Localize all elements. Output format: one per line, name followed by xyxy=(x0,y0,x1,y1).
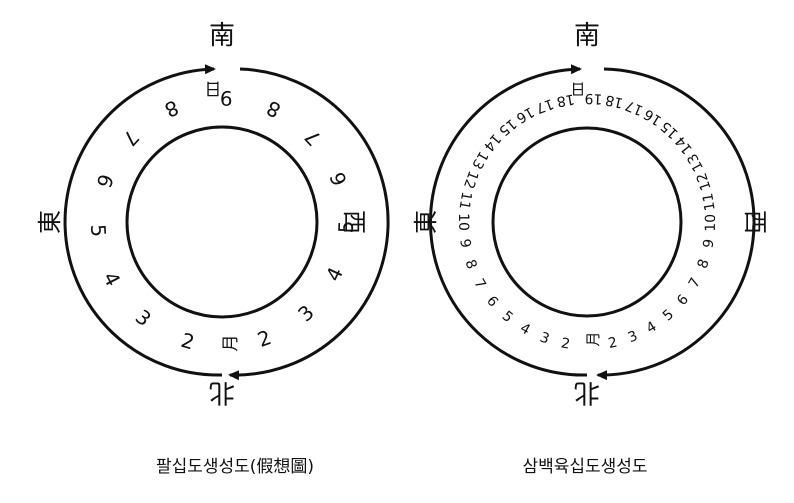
degree-label: 7 xyxy=(118,125,144,151)
degree-label: 11 xyxy=(455,190,474,210)
degree-label: 9 xyxy=(220,86,234,110)
degree-label: 3 xyxy=(293,300,319,326)
direction-west: 西 xyxy=(340,210,368,234)
degree-label: 6 xyxy=(325,169,352,189)
degree-label: 5 xyxy=(499,308,516,326)
degree-label: 2 xyxy=(178,328,197,355)
degree-label: 9 xyxy=(700,238,717,250)
degree-label: 12 xyxy=(460,168,481,190)
direction-east: 東 xyxy=(36,210,64,234)
sun-mark: 日 xyxy=(205,78,222,98)
degree-label: 17 xyxy=(623,97,646,119)
degree-label: 3 xyxy=(538,329,552,347)
degree-label: 17 xyxy=(533,95,555,116)
degree-label: 5 xyxy=(334,220,358,234)
inner-circle xyxy=(125,125,319,319)
degree-label: 13 xyxy=(468,148,491,171)
moon-mark: 月 xyxy=(584,331,602,346)
degree-label: 8 xyxy=(461,257,479,271)
degree-label: 7 xyxy=(686,275,704,291)
degree-label: 3 xyxy=(131,305,156,332)
degree-label: 2 xyxy=(607,335,619,353)
right-diagram-caption: 삼백육십도생성도 xyxy=(522,457,648,477)
degree-label: 9 xyxy=(456,238,473,250)
degree-label: 12 xyxy=(694,170,715,192)
degree-label: 13 xyxy=(684,151,707,174)
degree-label: 6 xyxy=(92,171,119,191)
degree-label: 18 xyxy=(604,91,625,111)
degree-labels-east-side: 9 87 6 5 432 xyxy=(220,86,359,352)
degree-label: 7 xyxy=(470,276,488,292)
left-diagram-caption: 팔십도생성도(假想圖) xyxy=(155,457,315,477)
degree-label: 4 xyxy=(98,268,125,290)
direction-east: 東 xyxy=(412,210,440,234)
degree-label: 16 xyxy=(641,105,665,128)
degree-label: 2 xyxy=(560,335,572,352)
degree-label: 18 xyxy=(555,90,575,109)
degree-label: 4 xyxy=(644,319,660,337)
direction-north: 北 xyxy=(209,377,235,407)
degree-label: 7 xyxy=(300,125,326,151)
degree-label: 3 xyxy=(626,328,640,346)
direction-north: 北 xyxy=(574,377,600,407)
degree-label: 4 xyxy=(517,320,533,338)
degree-label: 10 xyxy=(455,213,471,231)
degree-label: 19 xyxy=(584,90,603,107)
inner-circle xyxy=(491,126,683,318)
degree-label: 2 xyxy=(254,325,274,352)
degree-label: 5 xyxy=(660,306,677,324)
degree-label: 6 xyxy=(674,292,692,309)
degree-label: 11 xyxy=(700,192,719,212)
degree-label: 4 xyxy=(321,263,348,285)
direction-south: 南 xyxy=(209,21,235,51)
degree-label: 14 xyxy=(480,130,504,154)
degree-label: 10 xyxy=(703,214,719,232)
outer-arc-east xyxy=(228,67,390,381)
degree-label: 8 xyxy=(161,95,182,122)
degree-label: 8 xyxy=(263,96,285,123)
degree-label: 5 xyxy=(86,223,111,237)
moon-mark: 月 xyxy=(221,335,241,352)
degree-label: 6 xyxy=(483,293,501,310)
degree-labels-west-side: 234 5 6 78 xyxy=(86,95,197,354)
outer-arc-west xyxy=(63,64,223,377)
direction-south: 南 xyxy=(574,21,600,51)
direction-west: 西 xyxy=(741,210,769,234)
outer-arc-west xyxy=(428,64,588,377)
sun-mark: 日 xyxy=(570,80,585,98)
outer-arc-east xyxy=(596,67,756,381)
degree-label: 8 xyxy=(695,257,713,271)
degree-label: 16 xyxy=(513,103,537,126)
